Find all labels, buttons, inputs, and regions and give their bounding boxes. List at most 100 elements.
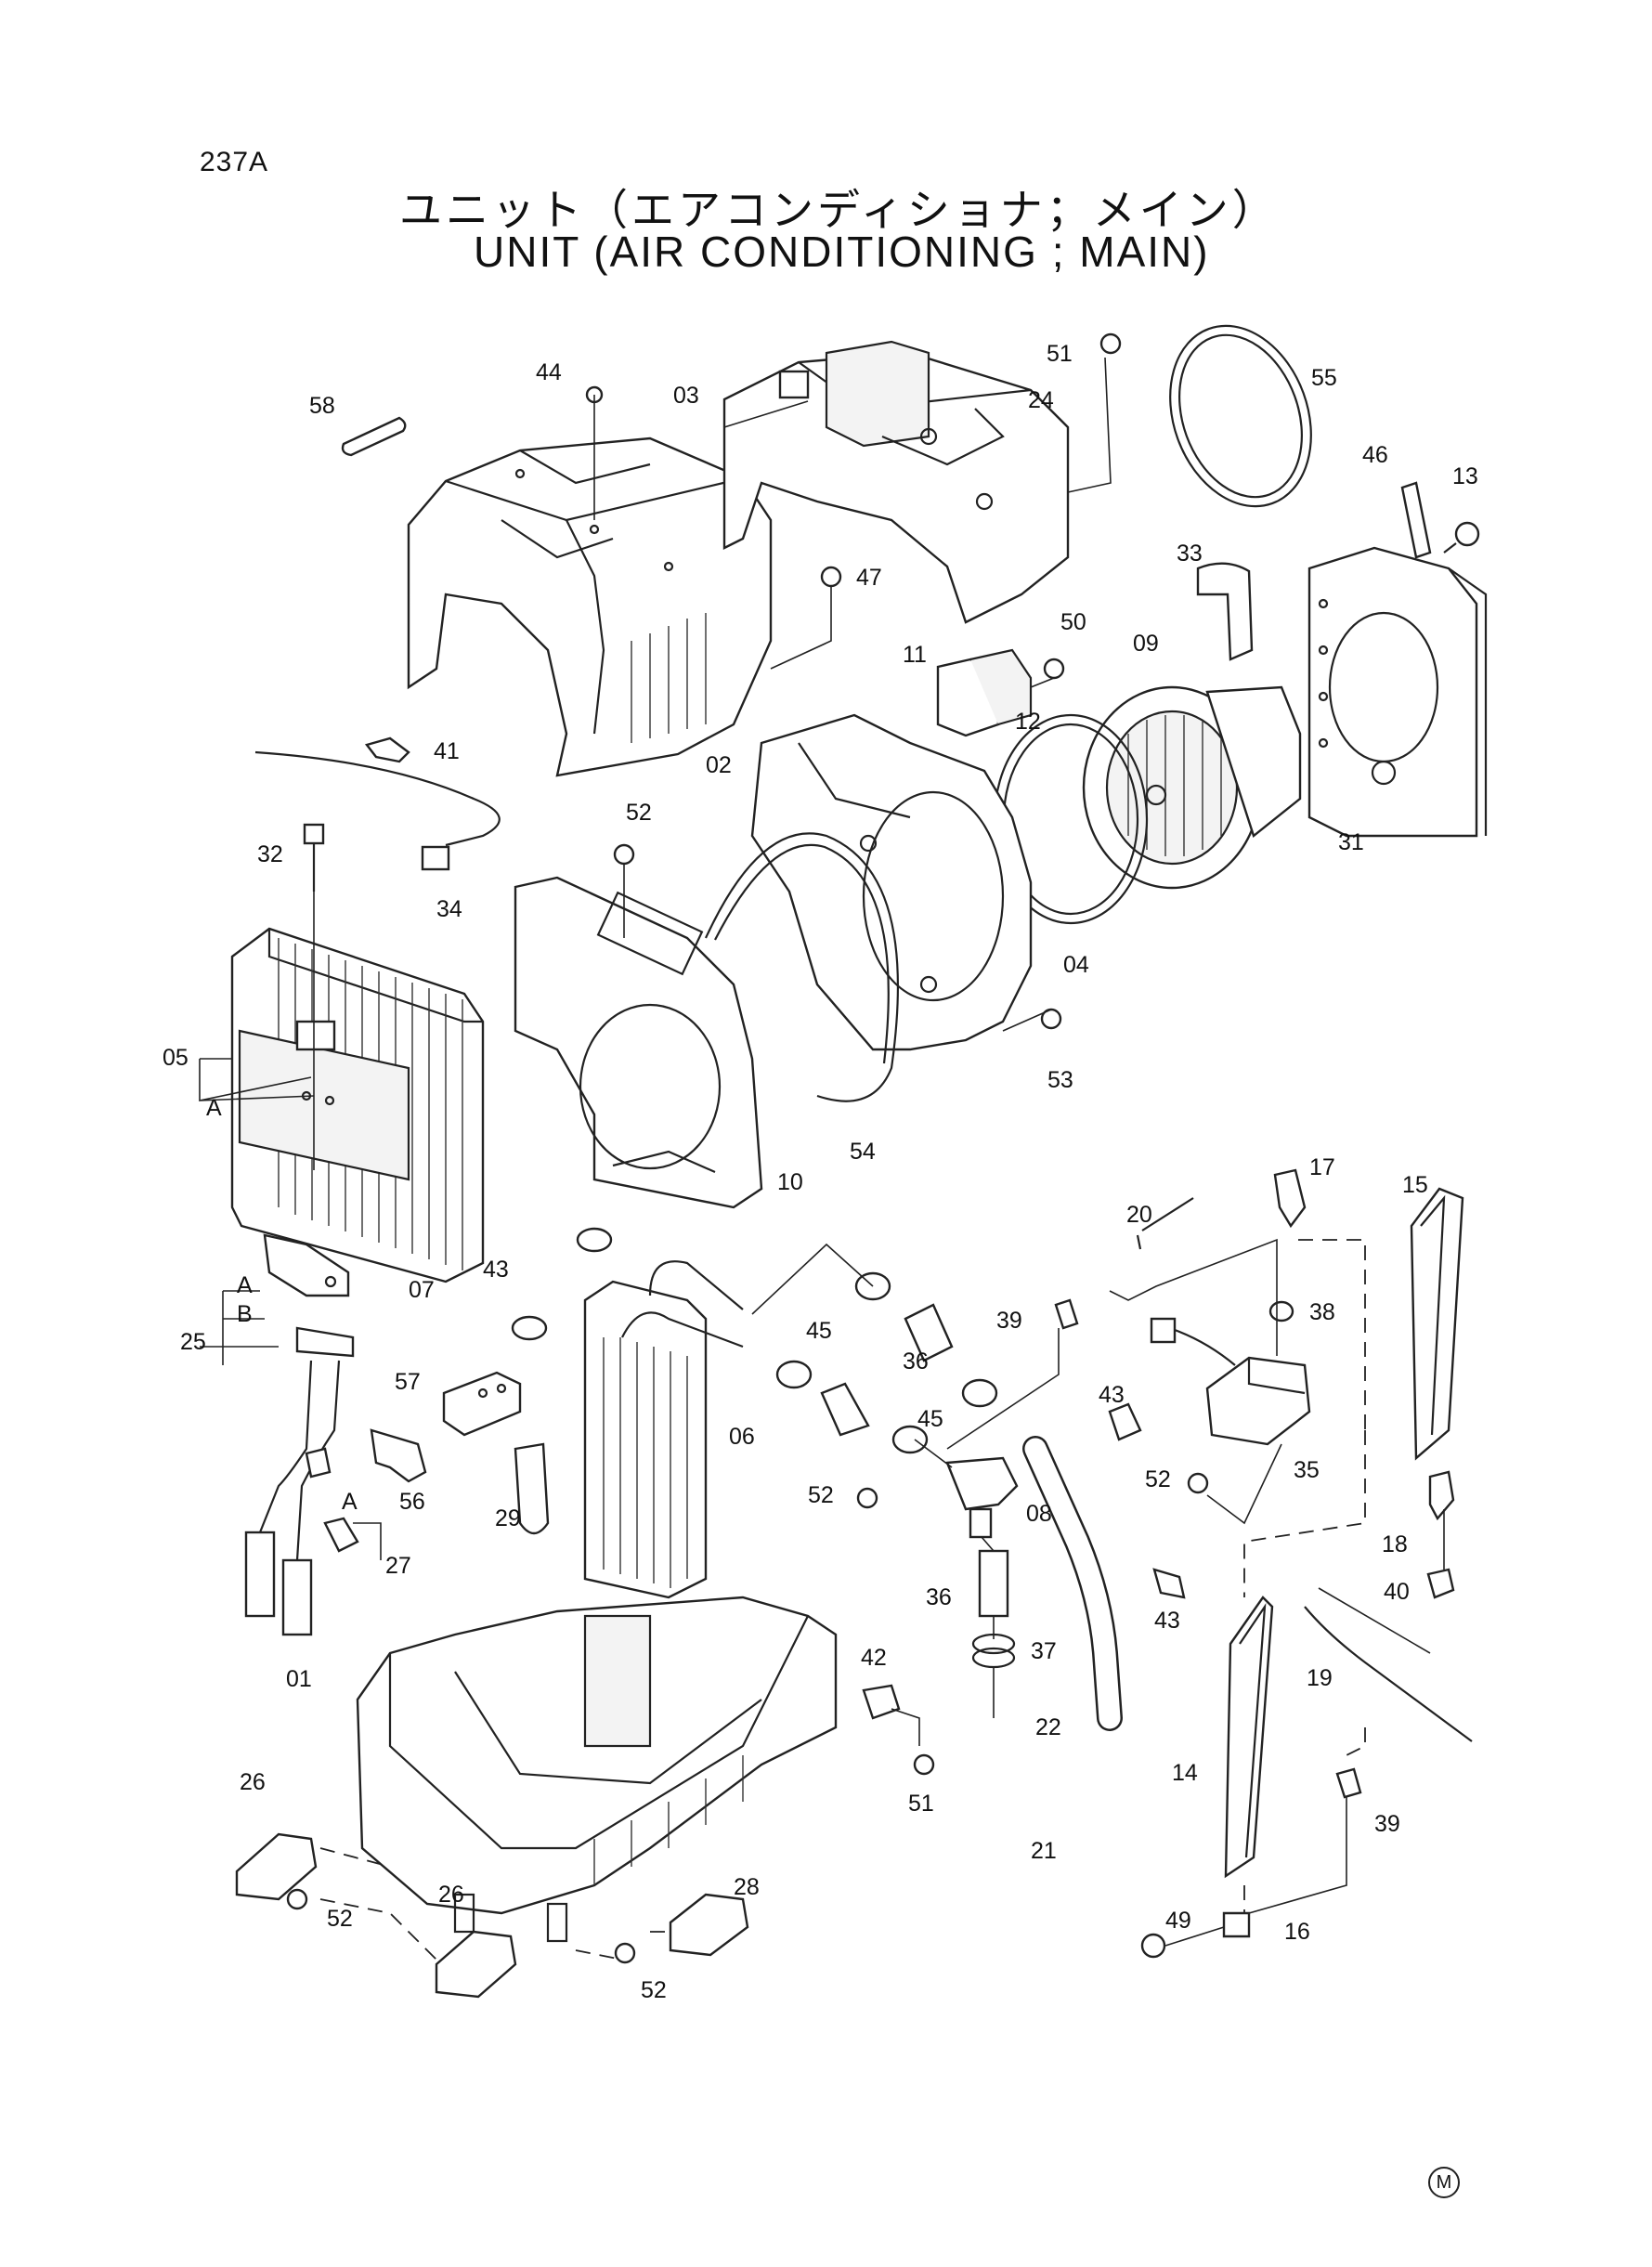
part-09-blower-motor — [1082, 685, 1302, 890]
callout-09: 09 — [1133, 631, 1159, 657]
callout-19: 19 — [1307, 1665, 1333, 1691]
callout-41: 41 — [434, 738, 460, 764]
callout-53: 53 — [1047, 1067, 1073, 1093]
part-25-pipe-assembly — [244, 1326, 355, 1636]
callout-39: 39 — [996, 1308, 1022, 1334]
callout-01: 01 — [286, 1666, 312, 1692]
callout-40: 40 — [1384, 1579, 1410, 1605]
callout-52-5: 52 — [641, 1977, 667, 2003]
callout-11: 11 — [903, 642, 927, 668]
callout-39-2: 39 — [1374, 1811, 1400, 1837]
part-21-hose — [982, 1707, 1033, 1924]
part-38-nut — [1268, 1300, 1294, 1322]
callout-36: 36 — [903, 1348, 929, 1375]
callout-52-4: 52 — [327, 1906, 353, 1932]
callout-27: 27 — [385, 1553, 411, 1579]
part-39-clip — [1054, 1298, 1362, 1799]
callout-A-3: A — [342, 1489, 358, 1515]
callout-03: 03 — [673, 383, 699, 409]
part-13-screw — [1443, 521, 1480, 554]
callout-49: 49 — [1165, 1908, 1191, 1934]
part-41-clip — [364, 736, 410, 763]
callout-20: 20 — [1126, 1202, 1152, 1228]
callout-18: 18 — [1382, 1531, 1408, 1557]
part-05-evaporator — [230, 927, 485, 1283]
part-17-bracket — [1273, 1168, 1307, 1229]
page-number: 237A — [200, 147, 269, 177]
callout-17: 17 — [1309, 1154, 1335, 1180]
callout-15: 15 — [1402, 1172, 1428, 1198]
callout-42: 42 — [861, 1645, 887, 1671]
callout-26: 26 — [240, 1769, 266, 1795]
callout-26-2: 26 — [438, 1882, 464, 1908]
callout-51: 51 — [1047, 341, 1073, 367]
part-11-resistor — [936, 648, 1033, 737]
part-06-heater-core — [583, 1260, 744, 1599]
part-04-scroll-case — [750, 713, 1033, 1051]
part-36-hose — [820, 1303, 1009, 1618]
callout-55: 55 — [1311, 365, 1337, 391]
callout-02: 02 — [706, 752, 732, 778]
callout-labels: 44 03 51 55 24 58 46 13 47 33 50 11 09 1… — [163, 341, 1478, 2003]
screw-icon — [286, 332, 1209, 1964]
part-54-seal — [705, 832, 900, 1102]
callout-56: 56 — [399, 1489, 425, 1515]
part-08-water-valve — [945, 1456, 1019, 1539]
callout-16: 16 — [1284, 1919, 1310, 1945]
callout-43: 43 — [483, 1257, 509, 1283]
callout-50: 50 — [1060, 609, 1086, 635]
callout-52-3: 52 — [808, 1482, 834, 1508]
callout-31: 31 — [1338, 829, 1364, 855]
part-55-gasket-ring — [1169, 324, 1312, 508]
callout-06: 06 — [729, 1424, 755, 1450]
callout-51-2: 51 — [908, 1791, 934, 1817]
callout-34: 34 — [436, 896, 462, 922]
callout-43-2: 43 — [1099, 1382, 1125, 1408]
part-34-sensor — [254, 750, 501, 871]
callout-33: 33 — [1177, 541, 1203, 567]
callout-45: 45 — [806, 1318, 832, 1344]
part-28-bracket — [669, 1893, 749, 1957]
callout-25: 25 — [180, 1329, 206, 1355]
callout-36-2: 36 — [926, 1584, 952, 1610]
part-58-tag — [341, 416, 407, 457]
callout-22: 22 — [1035, 1714, 1061, 1740]
callout-08: 08 — [1026, 1501, 1052, 1527]
part-15-filter — [1410, 1187, 1464, 1461]
callout-54: 54 — [850, 1139, 876, 1165]
part-37-clamp — [971, 1633, 1016, 1669]
part-27-fitting — [323, 1517, 359, 1553]
callout-12: 12 — [1015, 709, 1041, 735]
callout-35: 35 — [1294, 1457, 1320, 1483]
callout-38: 38 — [1309, 1299, 1335, 1325]
part-40-clip — [1426, 1568, 1455, 1599]
callout-57: 57 — [395, 1369, 421, 1395]
callout-37: 37 — [1031, 1638, 1057, 1664]
callout-47: 47 — [856, 565, 882, 591]
callout-24: 24 — [1028, 387, 1054, 413]
callout-46: 46 — [1362, 442, 1388, 468]
part-01-lower-case — [356, 1596, 838, 1943]
callout-44: 44 — [536, 359, 562, 385]
callout-10: 10 — [777, 1169, 803, 1195]
callout-07: 07 — [409, 1277, 435, 1303]
part-16-bracket — [1222, 1911, 1251, 1938]
callout-04: 04 — [1063, 952, 1089, 978]
callout-05: 05 — [163, 1045, 189, 1071]
part-10-plate — [514, 876, 763, 1209]
part-42-clamp — [862, 1684, 901, 1720]
callout-B: B — [237, 1301, 253, 1327]
callout-58: 58 — [309, 393, 335, 419]
part-35-actuator — [1150, 1317, 1311, 1446]
callout-52-2: 52 — [1145, 1466, 1171, 1492]
part-26-bracket — [235, 1832, 517, 1999]
leader-lines — [199, 357, 1445, 1961]
part-46-clip — [1400, 481, 1432, 559]
callout-32: 32 — [257, 841, 283, 867]
callout-A-2: A — [237, 1272, 253, 1298]
callout-21: 21 — [1031, 1838, 1057, 1864]
callout-29: 29 — [495, 1505, 521, 1531]
part-33-hose — [1196, 562, 1254, 661]
part-03-blower-case-top — [722, 340, 1070, 624]
